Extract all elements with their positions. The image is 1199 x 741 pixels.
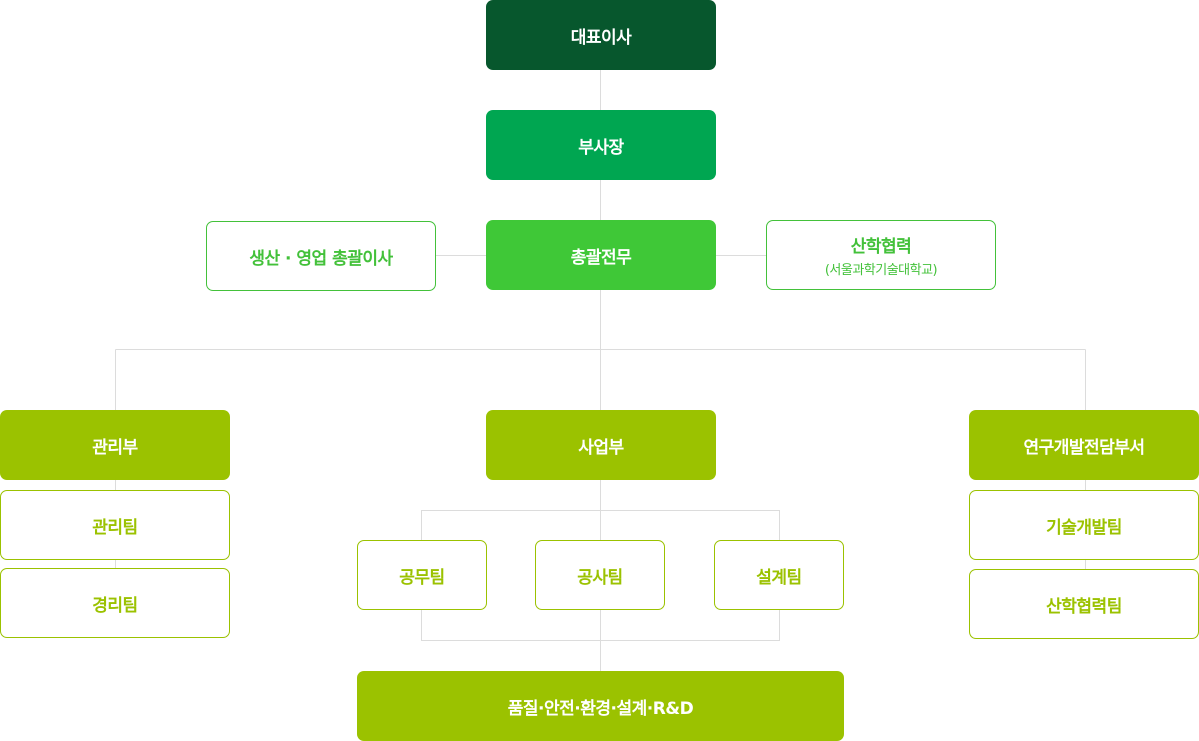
node-industry-academia: 산학협력 (서울과학기술대학교): [766, 220, 996, 290]
node-construction-team-label: 공사팀: [577, 567, 623, 588]
node-accounting-team: 경리팀: [0, 568, 230, 638]
node-general-manager: 총괄전무: [486, 220, 716, 290]
node-quality-label: 품질·안전·환경·설계·R&D: [507, 698, 694, 719]
node-design-team-label: 설계팀: [756, 567, 802, 588]
node-tech-dev-team-label: 기술개발팀: [1046, 517, 1122, 538]
node-ceo: 대표이사: [486, 0, 716, 70]
node-vice-president-label: 부사장: [578, 137, 624, 158]
node-production-sales: 생산 · 영업 총괄이사: [206, 221, 436, 291]
node-admin-team: 관리팀: [0, 490, 230, 560]
node-admin-dept-label: 관리부: [92, 437, 138, 458]
node-rnd-dept-label: 연구개발전담부서: [1023, 437, 1145, 458]
node-rnd-dept: 연구개발전담부서: [969, 410, 1199, 480]
node-business-dept-label: 사업부: [578, 437, 624, 458]
node-admin-dept: 관리부: [0, 410, 230, 480]
node-public-works-team: 공무팀: [357, 540, 487, 610]
node-industry-team-label: 산학협력팀: [1046, 596, 1122, 617]
node-production-sales-label: 생산 · 영업 총괄이사: [249, 248, 393, 269]
node-tech-dev-team: 기술개발팀: [969, 490, 1199, 560]
node-industry-academia-subtitle: (서울과학기술대학교): [824, 263, 938, 278]
node-ceo-label: 대표이사: [570, 27, 632, 48]
node-construction-team: 공사팀: [535, 540, 665, 610]
node-quality: 품질·안전·환경·설계·R&D: [357, 671, 844, 741]
node-public-works-team-label: 공무팀: [399, 567, 445, 588]
node-general-manager-label: 총괄전무: [570, 247, 632, 268]
node-admin-team-label: 관리팀: [92, 517, 138, 538]
node-industry-team: 산학협력팀: [969, 569, 1199, 639]
node-accounting-team-label: 경리팀: [92, 595, 138, 616]
node-vice-president: 부사장: [486, 110, 716, 180]
node-business-dept: 사업부: [486, 410, 716, 480]
node-industry-academia-title: 산학협력: [850, 237, 912, 257]
node-design-team: 설계팀: [714, 540, 844, 610]
